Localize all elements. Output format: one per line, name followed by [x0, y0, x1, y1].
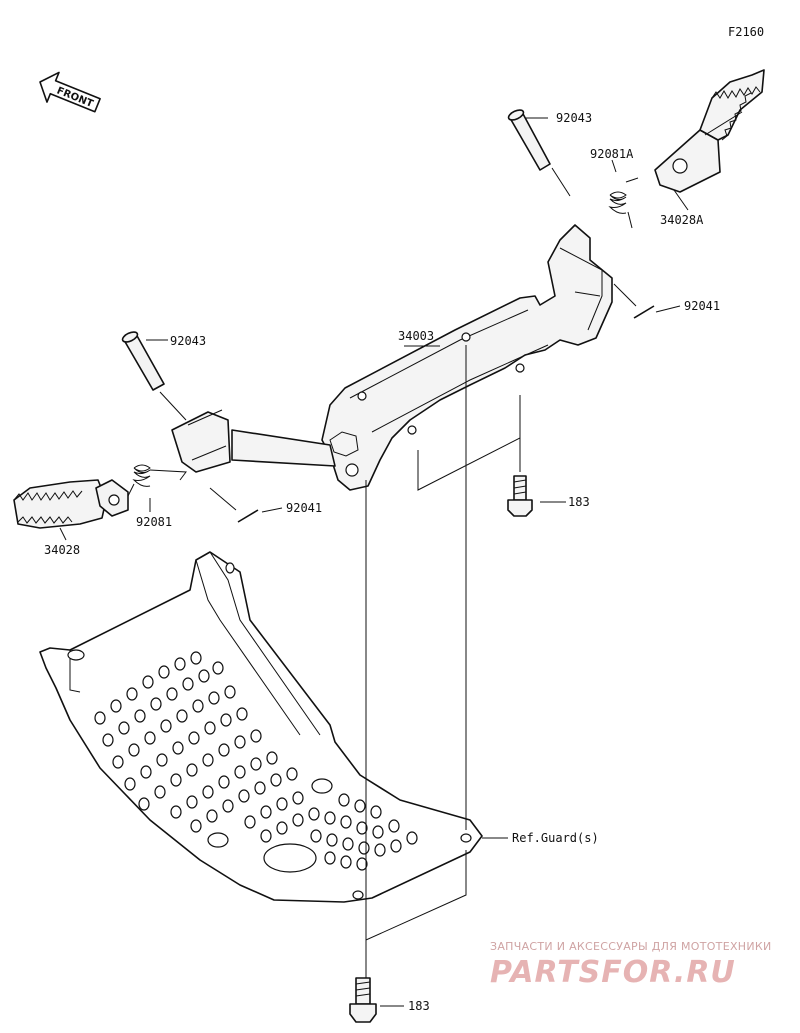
pin-92043-top — [507, 109, 551, 171]
bolt-183-bottom — [349, 977, 377, 1023]
callout-183-bottom: 183 — [408, 999, 430, 1013]
cotter-pin-92041-left — [237, 509, 259, 523]
callout-183-top: 183 — [568, 495, 590, 509]
callout-92043-left: 92043 — [170, 334, 206, 348]
front-arrow-icon: FRONT — [39, 71, 101, 113]
callout-92081: 92081 — [136, 515, 172, 529]
spring-92081 — [127, 464, 187, 497]
callout-92041-right: 92041 — [684, 299, 720, 313]
watermark-logo: PARTSFOR.RU — [490, 955, 736, 990]
footpeg-bracket-34003 — [171, 224, 613, 491]
callout-34028A: 34028A — [660, 213, 704, 227]
skid-guard — [39, 551, 483, 903]
callout-92041-left: 92041 — [286, 501, 322, 515]
bolt-183-top — [507, 475, 533, 517]
spring-92081A — [608, 177, 639, 229]
footpeg-right-34028A — [654, 69, 765, 193]
perforation-holes — [94, 651, 418, 871]
callout-34003: 34003 — [398, 329, 434, 343]
pin-92043-left — [121, 331, 165, 391]
callout-92043-top: 92043 — [556, 111, 592, 125]
cotter-pin-92041-right — [633, 305, 655, 319]
footpeg-left-34028 — [13, 479, 129, 529]
figure-code: F2160 — [728, 25, 764, 39]
callout-ref-guard: Ref.Guard(s) — [512, 831, 599, 845]
callout-92081A: 92081A — [590, 147, 634, 161]
watermark-tagline: ЗАПЧАСТИ И АКСЕССУАРЫ ДЛЯ МОТОТЕХНИКИ — [490, 940, 772, 953]
callout-34028: 34028 — [44, 543, 80, 557]
leader-lines — [59, 117, 689, 1007]
